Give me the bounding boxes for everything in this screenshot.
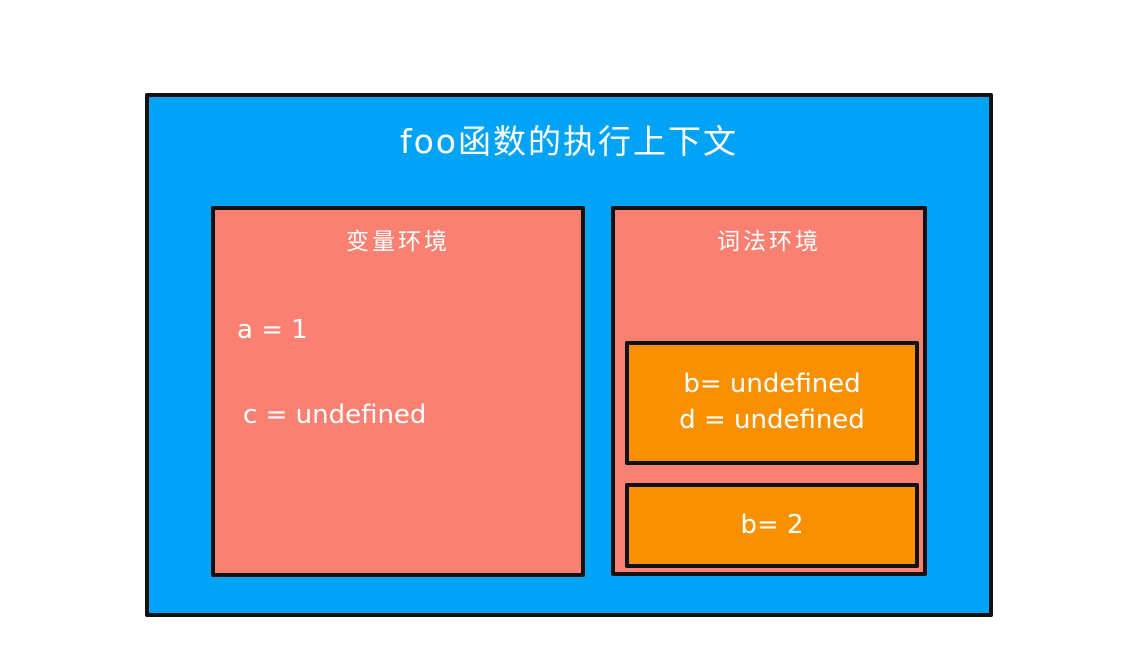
lexical-scope-2-line-1: b= 2 [740, 509, 804, 540]
variable-binding-a: a = 1 [237, 315, 308, 345]
lexical-scope-1-line-2: d = undefined [679, 405, 865, 435]
execution-context-title: foo函数的执行上下文 [400, 122, 738, 161]
variable-environment-panel: 变量环境 a = 1 c = undefined [211, 206, 585, 577]
lexical-scope-box-2: b= 2 [625, 483, 919, 568]
lexical-environment-panel: 词法环境 b= undefined d = undefined b= 2 [611, 206, 927, 576]
lexical-environment-title: 词法环境 [717, 229, 821, 255]
variable-environment-title: 变量环境 [346, 229, 450, 255]
execution-context-box: foo函数的执行上下文 变量环境 a = 1 c = undefined 词法环… [145, 93, 993, 617]
lexical-scope-1-line-1: b= undefined [683, 369, 861, 400]
lexical-scope-box-1: b= undefined d = undefined [625, 341, 919, 465]
environment-panels-row: 变量环境 a = 1 c = undefined 词法环境 b= undefin… [211, 206, 927, 577]
variable-binding-c: c = undefined [243, 400, 427, 430]
